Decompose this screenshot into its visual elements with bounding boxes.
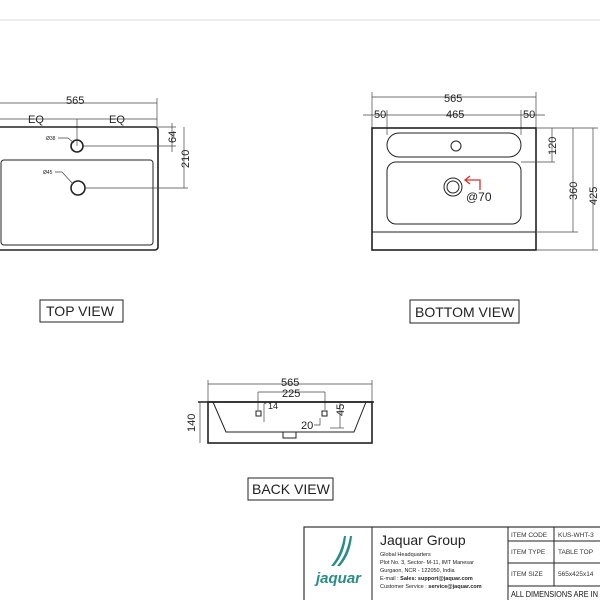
email-value[interactable]: Sales: support@jaquar.com bbox=[400, 576, 473, 582]
jaquar-logo-icon bbox=[331, 536, 352, 566]
eq-right: EQ bbox=[109, 114, 125, 126]
drain bbox=[443, 177, 463, 197]
tap-hole bbox=[450, 140, 462, 152]
bottom-view-label-box bbox=[409, 299, 520, 324]
dimensions-note: ALL DIMENSIONS ARE IN bbox=[511, 590, 598, 599]
dim-140: 140 bbox=[186, 414, 198, 432]
left-margin-dim: 50 bbox=[374, 109, 386, 121]
logo-text: jaquar bbox=[314, 570, 362, 587]
item-size-value: 565x425x14 bbox=[558, 571, 594, 578]
eq-left: EQ bbox=[28, 114, 44, 126]
item-size-label: ITEM SIZE bbox=[511, 571, 543, 578]
company-name: Jaquar Group bbox=[380, 532, 466, 548]
item-code-label: ITEM CODE bbox=[511, 532, 548, 539]
svg-text:E-mail : Sales: support@jaquar: E-mail : Sales: support@jaquar.com bbox=[380, 576, 473, 582]
basin-bowl bbox=[0, 159, 154, 246]
item-type-label: ITEM TYPE bbox=[511, 549, 546, 556]
dim-210: 210 bbox=[180, 150, 192, 168]
tap-deck bbox=[386, 132, 522, 158]
service-label: Customer Service : bbox=[380, 584, 428, 590]
dim-20: 20 bbox=[301, 420, 313, 432]
drain-size: @70 bbox=[466, 190, 492, 204]
service-value[interactable]: service@jaquar.com bbox=[428, 584, 481, 590]
hole-size-dim: 14 bbox=[268, 401, 278, 411]
top-width-dim: 565 bbox=[66, 95, 84, 107]
dim-120: 120 bbox=[547, 137, 559, 155]
dim-425: 425 bbox=[588, 187, 600, 205]
overflow-hole bbox=[321, 410, 328, 417]
tap-hole-dia: Ø38 bbox=[46, 136, 56, 142]
top-view-label-box bbox=[39, 299, 124, 323]
svg-text:Customer Service : service@jaq: Customer Service : service@jaquar.com bbox=[380, 584, 482, 590]
item-type-value: TABLE TOP bbox=[558, 549, 593, 556]
inner-width-dim: 465 bbox=[446, 109, 464, 121]
arrow-icon bbox=[466, 179, 481, 190]
back-width-dim: 565 bbox=[281, 377, 299, 389]
address-line: Plot No. 3, Sector- M-11, IMT Manesar bbox=[380, 560, 474, 566]
bottom-width-dim: 565 bbox=[444, 93, 462, 105]
title-block: jaquar Jaquar Group Global Headquarters … bbox=[303, 526, 600, 600]
back-view: 565 225 14 20 45 140 BACK VIEW bbox=[186, 377, 374, 501]
bottom-view-label: BOTTOM VIEW bbox=[415, 304, 515, 320]
top-view-label: TOP VIEW bbox=[46, 303, 115, 319]
email-label: E-mail : bbox=[380, 576, 400, 582]
dim-64: 64 bbox=[167, 131, 179, 143]
back-outline bbox=[207, 401, 373, 444]
address-line: Gurgaon, NCR - 122050, India bbox=[380, 568, 456, 574]
dim-45: 45 bbox=[335, 404, 347, 416]
dim-360: 360 bbox=[568, 182, 580, 200]
item-code-value: KUS-WHT-3 bbox=[558, 532, 594, 539]
back-view-label: BACK VIEW bbox=[252, 481, 331, 497]
right-margin-dim: 50 bbox=[523, 109, 535, 121]
address-line: Global Headquarters bbox=[380, 552, 431, 558]
bottom-view: 565 50 465 50 @70 120 360 425 BOTTOM VIE… bbox=[363, 92, 600, 324]
basin-outline bbox=[0, 126, 159, 251]
bottom-outline bbox=[371, 127, 537, 251]
overflow-hole bbox=[255, 410, 262, 417]
drain-hole-dia: Ø45 bbox=[43, 170, 53, 176]
back-view-label-box bbox=[247, 477, 334, 501]
top-view: 565 EQ EQ Ø38 Ø45 64 210 TOP VIEW bbox=[0, 95, 192, 323]
bowl-outline bbox=[386, 161, 522, 225]
drain-hole bbox=[70, 180, 86, 196]
hole-spacing-dim: 225 bbox=[282, 388, 300, 400]
